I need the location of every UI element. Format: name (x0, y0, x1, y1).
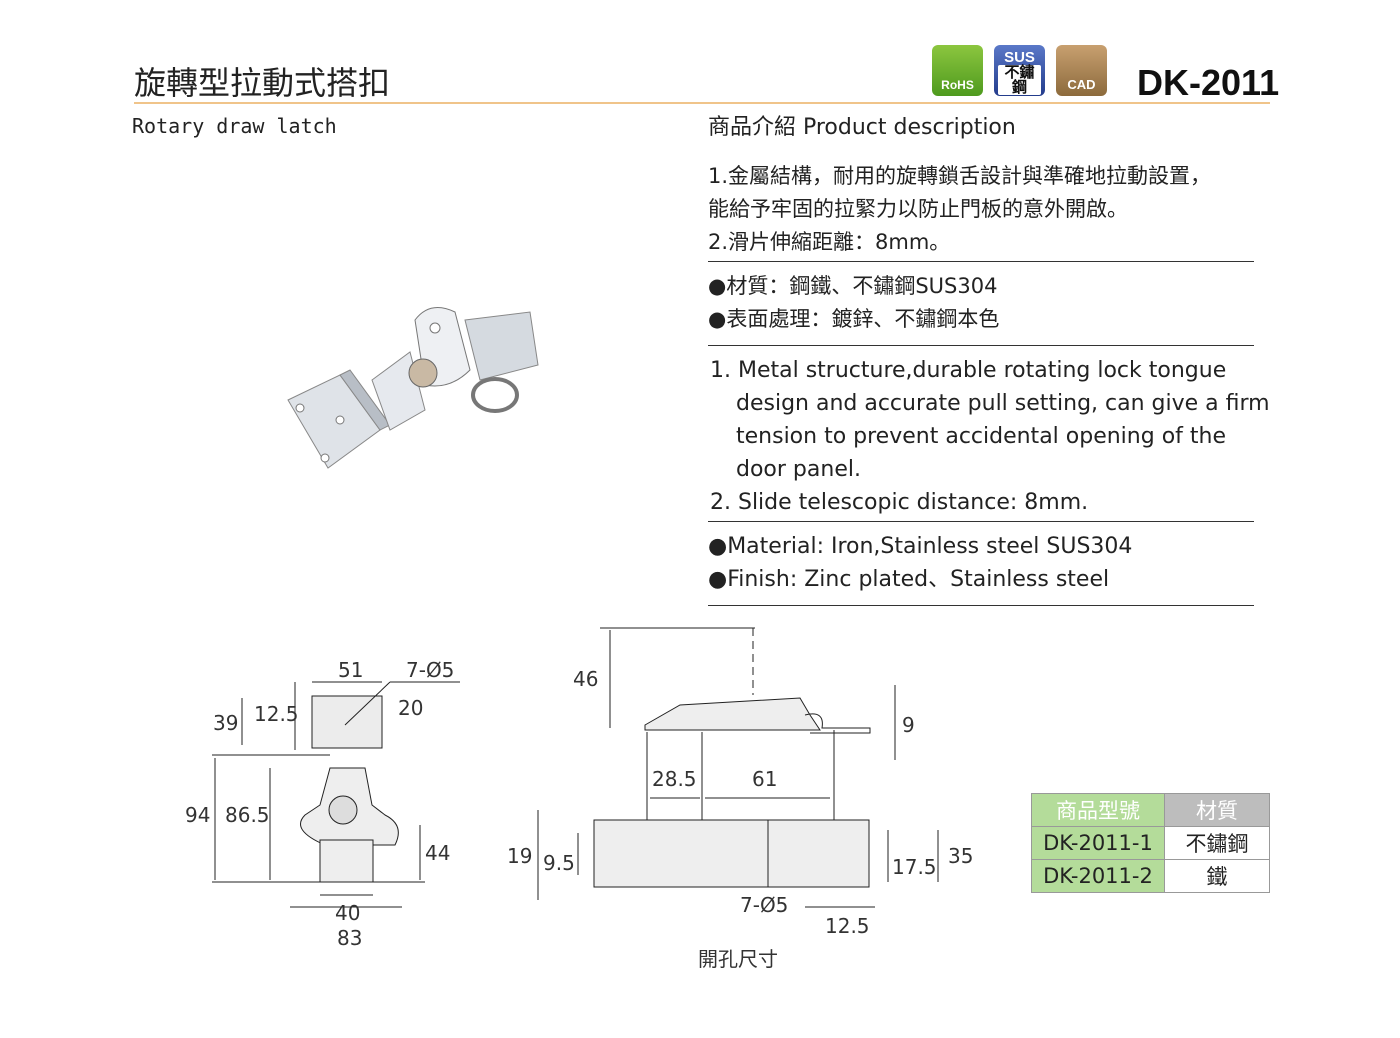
front-view-drawing: 51 7-Ø5 20 39 12.5 94 86.5 44 40 83 (185, 658, 460, 950)
dim-94: 94 (185, 803, 210, 827)
sus-sublabel: 不鏽鋼 (998, 65, 1041, 95)
en-points: 1. Metal structure,durable rotating lock… (710, 354, 1270, 519)
zh-point: 2.滑片伸縮距離：8mm。 (708, 230, 951, 254)
model-table: 商品型號 材質 DK-2011-1 不鏽鋼 DK-2011-2 鐵 (1031, 793, 1270, 893)
en-spec: ●Material: Iron,Stainless steel SUS304 (708, 534, 1133, 559)
dim-12-5: 12.5 (825, 914, 870, 938)
zh-spec: ●表面處理：鍍鋅、不鏽鋼本色 (708, 307, 1000, 331)
dim-17-5: 17.5 (892, 855, 937, 879)
header-divider (134, 102, 1270, 104)
zh-points: 1.金屬結構，耐用的旋轉鎖舌設計與準確地拉動設置， 能給予牢固的拉緊力以防止門板… (708, 160, 1211, 259)
cutout-caption: 開孔尺寸 (698, 947, 778, 971)
table-row: DK-2011-1 不鏽鋼 (1031, 826, 1270, 860)
dim-12-5: 12.5 (254, 702, 299, 726)
zh-point: 1.金屬結構，耐用的旋轉鎖舌設計與準確地拉動設置， (708, 164, 1212, 188)
table-row: DK-2011-2 鐵 (1031, 859, 1270, 893)
dim-9-5: 9.5 (543, 851, 575, 875)
divider (708, 605, 1254, 606)
product-photo (287, 307, 539, 469)
en-point: tension to prevent accidental opening of… (736, 424, 1226, 449)
dim-9: 9 (902, 713, 915, 737)
cad-download-icon[interactable]: CAD (1056, 45, 1107, 96)
dim-51: 51 (338, 658, 363, 682)
side-and-cutout-drawing: 46 9 28.5 61 19 9.5 17.5 35 7-Ø5 12.5 開孔… (507, 627, 973, 971)
model-number: DK-2011 (1137, 62, 1280, 103)
dim-holes: 7-Ø5 (740, 893, 788, 917)
dim-20: 20 (398, 696, 423, 720)
zh-spec: ●材質：鋼鐵、不鏽鋼SUS304 (708, 274, 998, 298)
divider (708, 345, 1254, 346)
sus-label: SUS (1004, 49, 1035, 66)
dim-35: 35 (948, 844, 973, 868)
divider (708, 521, 1254, 522)
rohs-badge-icon: RoHS (932, 45, 983, 96)
page-title: 旋轉型拉動式搭扣 (134, 64, 391, 102)
zh-specs: ●材質：鋼鐵、不鏽鋼SUS304 ●表面處理：鍍鋅、不鏽鋼本色 (708, 270, 999, 336)
dim-39: 39 (213, 711, 238, 735)
page-subtitle: Rotary draw latch (132, 114, 337, 138)
dim-holes: 7-Ø5 (406, 658, 454, 682)
dim-83: 83 (337, 926, 362, 950)
dim-28-5: 28.5 (652, 767, 697, 791)
en-spec: ●Finish: Zinc plated、Stainless steel (708, 567, 1110, 592)
description-heading: 商品介紹 Product description (708, 115, 1016, 140)
dim-46: 46 (573, 667, 598, 691)
model-cell: DK-2011-2 (1031, 859, 1165, 893)
material-cell: 不鏽鋼 (1164, 826, 1270, 860)
en-point: 1. Metal structure,durable rotating lock… (710, 358, 1227, 383)
material-cell: 鐵 (1164, 859, 1270, 893)
model-cell: DK-2011-1 (1031, 826, 1165, 860)
header-material: 材質 (1164, 793, 1270, 827)
header-model: 商品型號 (1031, 793, 1165, 827)
en-point: door panel. (736, 457, 861, 482)
dim-86-5: 86.5 (225, 803, 270, 827)
en-point: 2. Slide telescopic distance: 8mm. (710, 490, 1089, 515)
dim-40: 40 (335, 901, 360, 925)
dim-19: 19 (507, 844, 532, 868)
zh-point: 能給予牢固的拉緊力以防止門板的意外開啟。 (708, 197, 1128, 221)
divider (708, 261, 1254, 262)
dim-44: 44 (425, 841, 450, 865)
table-header-row: 商品型號 材質 (1031, 793, 1270, 827)
en-point: design and accurate pull setting, can gi… (736, 391, 1270, 416)
en-specs: ●Material: Iron,Stainless steel SUS304 ●… (708, 530, 1132, 596)
dim-61: 61 (752, 767, 777, 791)
